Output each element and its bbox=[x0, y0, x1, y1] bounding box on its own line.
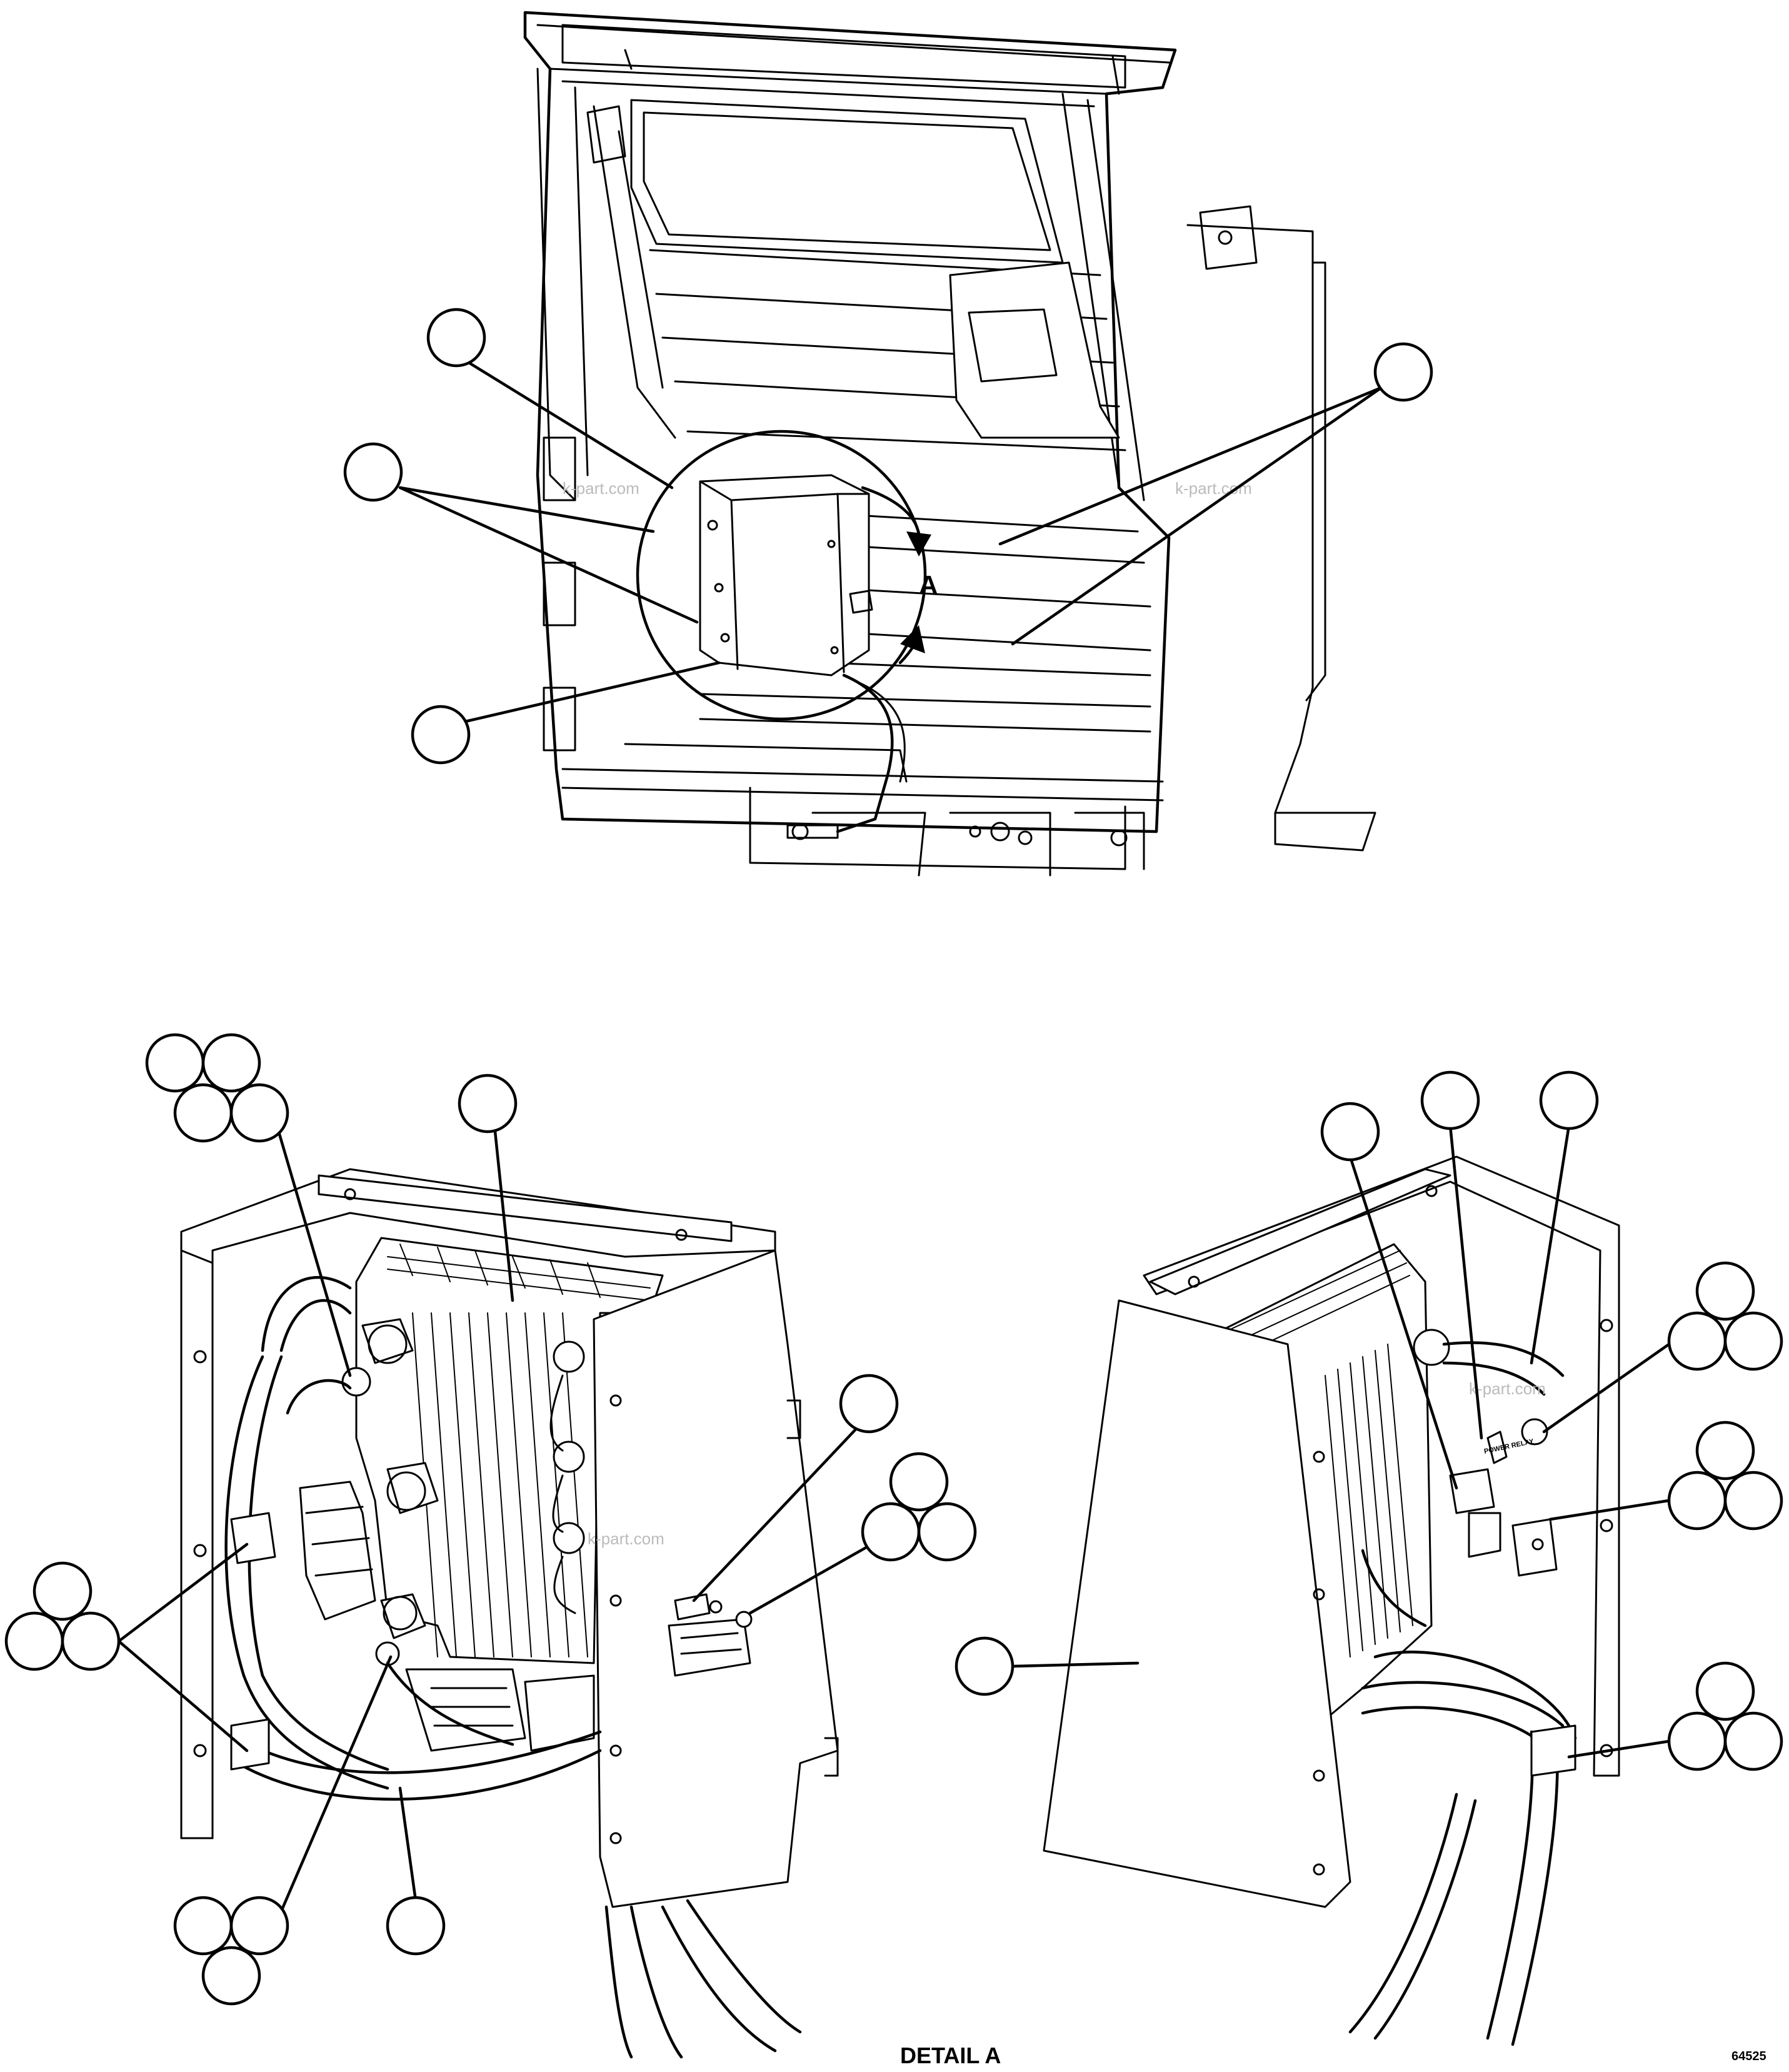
callout-bubble[interactable] bbox=[1667, 1711, 1727, 1771]
callout-bubble[interactable] bbox=[1723, 1711, 1783, 1771]
callout-bubble[interactable] bbox=[229, 1083, 289, 1143]
detail-right-view: POWER RELAY k-part.com bbox=[1043, 1155, 1620, 2046]
figure-id: 64525 bbox=[1731, 2049, 1766, 2063]
callout-bubble[interactable] bbox=[4, 1611, 64, 1671]
callout-bubble[interactable] bbox=[861, 1502, 921, 1562]
watermark-detail-left: k-part.com bbox=[588, 1529, 664, 1548]
callout-bubble[interactable] bbox=[1373, 342, 1433, 402]
left-detail-callouts bbox=[4, 1033, 977, 2006]
callout-bubble[interactable] bbox=[426, 308, 486, 368]
watermark-top-right: k-part.com bbox=[1175, 479, 1252, 498]
callout-bubble[interactable] bbox=[1667, 1471, 1727, 1531]
callout-bubble[interactable] bbox=[1695, 1261, 1755, 1321]
callout-bubble[interactable] bbox=[33, 1561, 93, 1621]
callout-bubble[interactable] bbox=[889, 1452, 949, 1512]
callout-bubble[interactable] bbox=[1695, 1661, 1755, 1721]
callout-bubble[interactable] bbox=[61, 1611, 121, 1671]
callout-bubble[interactable] bbox=[201, 1946, 261, 2006]
callout-bubble[interactable] bbox=[173, 1896, 233, 1956]
callout-bubble[interactable] bbox=[917, 1502, 977, 1562]
callout-bubble[interactable] bbox=[173, 1083, 233, 1143]
callout-bubble[interactable] bbox=[145, 1033, 205, 1093]
callout-bubble[interactable] bbox=[1723, 1471, 1783, 1531]
callout-bubble[interactable] bbox=[1723, 1311, 1783, 1371]
callout-bubble[interactable] bbox=[1320, 1102, 1380, 1162]
detail-caption: DETAIL A bbox=[900, 2043, 1001, 2068]
right-detail-callouts bbox=[955, 1070, 1783, 1771]
callout-bubble[interactable] bbox=[386, 1896, 446, 1956]
callout-bubble[interactable] bbox=[1420, 1070, 1480, 1130]
seat-frame-assembly: A k-part.com k-part.com bbox=[523, 11, 1376, 877]
callout-bubble[interactable] bbox=[411, 705, 471, 765]
callout-bubble[interactable] bbox=[229, 1896, 289, 1956]
view-marker-a: A bbox=[919, 570, 938, 600]
right-connectors bbox=[549, 1340, 585, 1614]
callout-bubble[interactable] bbox=[1539, 1070, 1599, 1130]
wire-harness-right bbox=[1348, 1549, 1577, 2046]
wire-harness-left bbox=[224, 1275, 802, 2059]
watermark-detail-right: k-part.com bbox=[1469, 1379, 1546, 1398]
callout-bubble[interactable] bbox=[955, 1636, 1015, 1696]
callout-bubble[interactable] bbox=[1667, 1311, 1727, 1371]
top-callouts bbox=[343, 308, 1433, 765]
watermark-top-left: k-part.com bbox=[563, 479, 639, 498]
callout-bubble[interactable] bbox=[201, 1033, 261, 1093]
callout-bubble[interactable] bbox=[839, 1374, 899, 1434]
callout-bubble[interactable] bbox=[458, 1074, 518, 1134]
callout-bubble[interactable] bbox=[343, 442, 403, 502]
callout-bubble[interactable] bbox=[1695, 1421, 1755, 1481]
